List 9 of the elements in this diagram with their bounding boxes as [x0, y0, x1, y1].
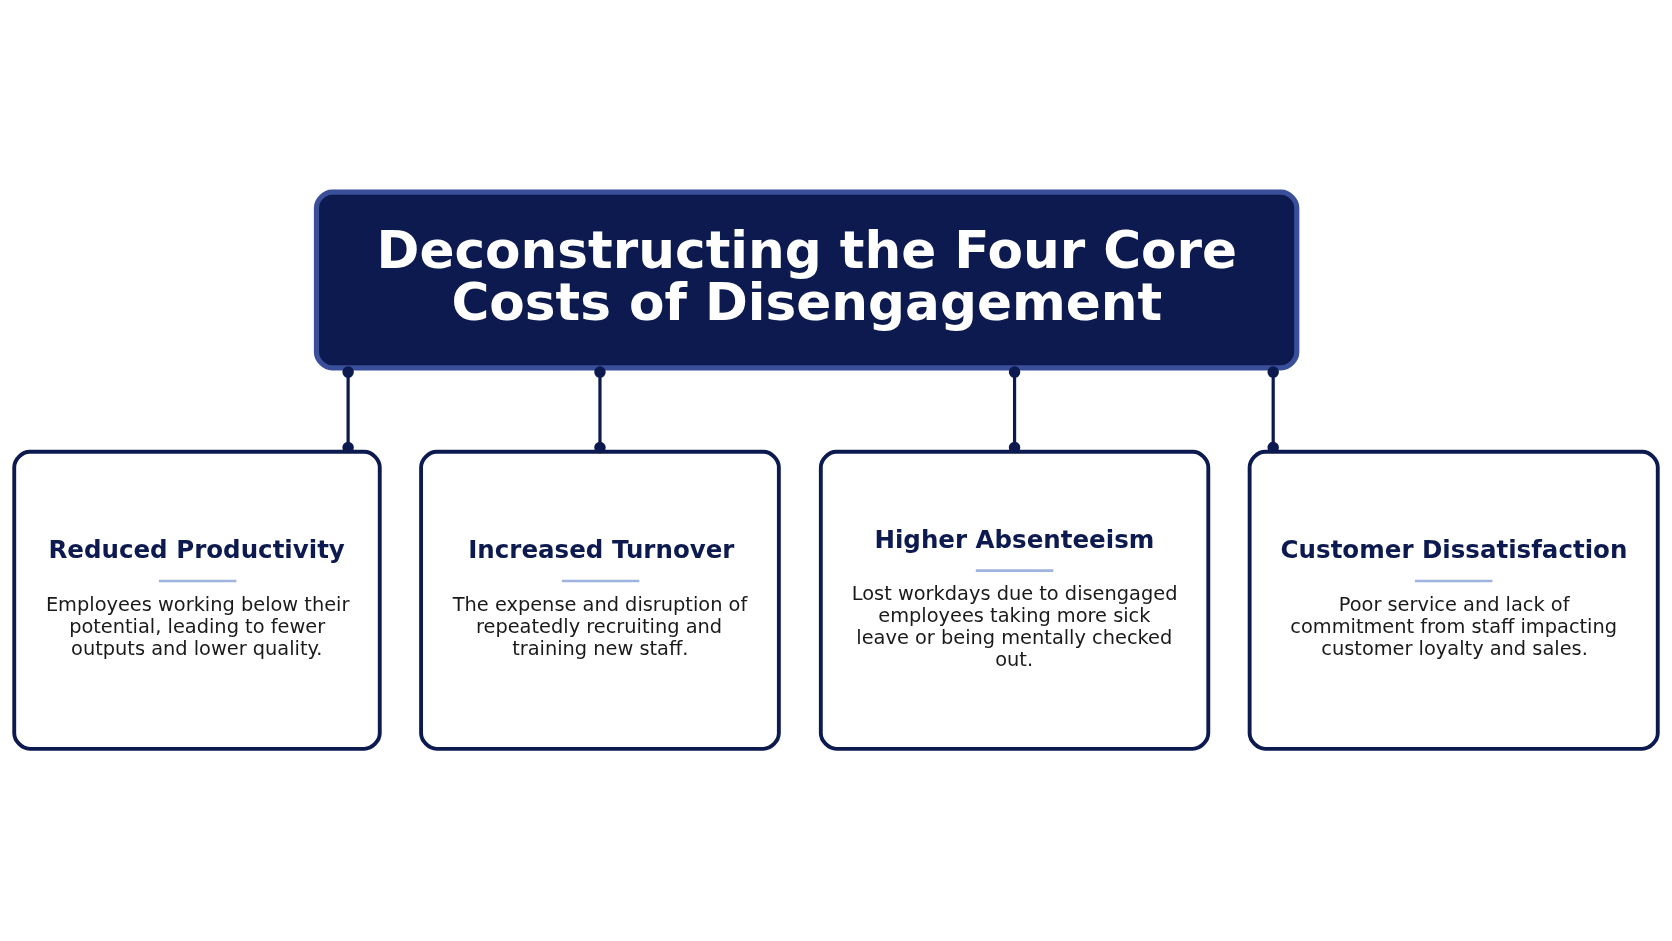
node-box: Reduced Productivity Employees working below their potential, leading to fewer outputs and lower quality. — [12, 449, 382, 751]
connector — [1267, 366, 1279, 454]
node-box: Increased Turnover The expense and disruption of repeatedly recruiting and training new staff. — [419, 449, 781, 751]
connector — [594, 366, 606, 454]
connector — [1008, 366, 1021, 454]
connector — [342, 366, 354, 454]
node-box: Higher Absenteeism Lost workdays due to disengaged employees taking more sick leave or being mentally checked out. — [818, 449, 1211, 751]
node-box: Customer Dissatisfaction Poor service and lack of commitment from staff impacting customer loyalty and sales. — [1247, 449, 1660, 751]
node-box: Deconstructing the Four Core Costs of Disengagement — [313, 189, 1300, 371]
